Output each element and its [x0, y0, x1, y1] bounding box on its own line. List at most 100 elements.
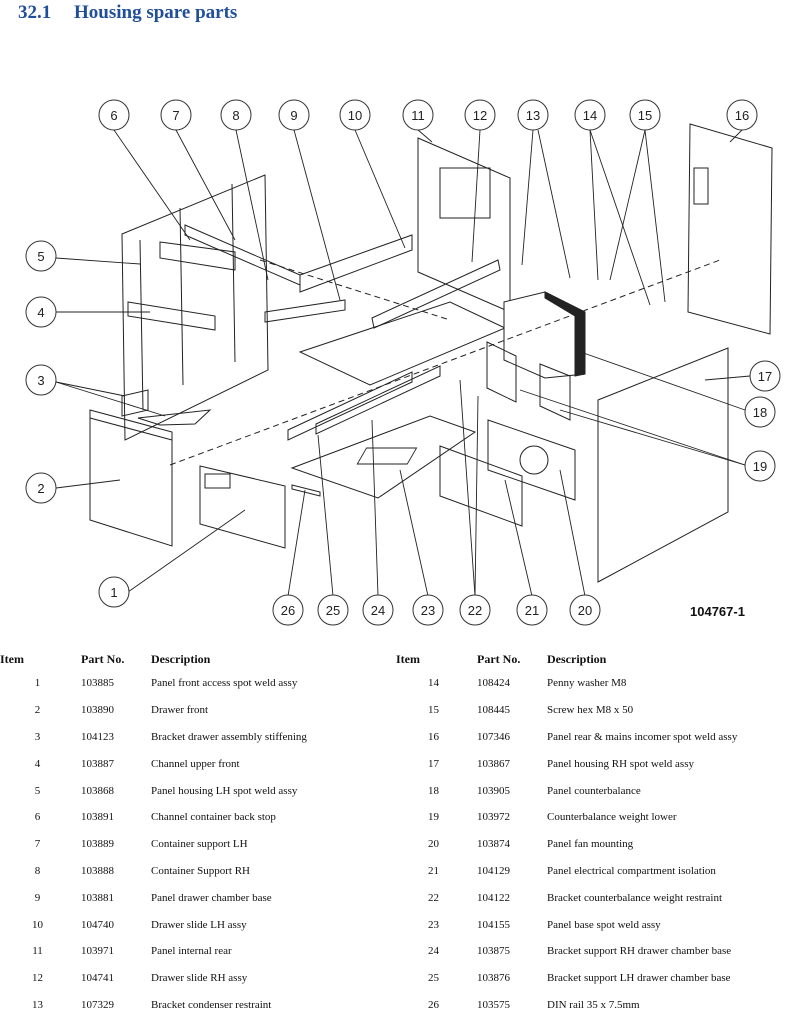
cell-description: Bracket counterbalance weight restraint: [547, 891, 723, 904]
cell-description: Container Support RH: [151, 864, 250, 877]
cell-part-no: 103971: [81, 945, 114, 958]
callout-5: 5: [25, 240, 57, 272]
callout-16: 16: [726, 99, 758, 131]
part-container-support-lh: [184, 224, 301, 286]
cell-part-no: 108445: [477, 704, 510, 717]
cell-part-no: 103575: [477, 998, 510, 1011]
part-channel-upper-front: [127, 301, 216, 331]
cell-description: Drawer front: [151, 704, 209, 717]
svg-text:14: 14: [583, 108, 597, 123]
cell-part-no: 103972: [477, 811, 510, 824]
header-item: Item: [396, 651, 420, 666]
cell-item: 13: [32, 998, 43, 1011]
svg-text:23: 23: [421, 603, 435, 618]
header-description: Description: [151, 651, 211, 666]
table-row: 23 104155 Panel base spot weld assy: [396, 911, 787, 938]
part-container-support-rh: [264, 299, 346, 323]
cell-item: 18: [428, 784, 439, 797]
svg-text:2: 2: [37, 481, 44, 496]
cell-item: 7: [34, 838, 41, 851]
cell-description: DIN rail 35 x 7.5mm: [547, 998, 640, 1011]
callout-17: 17: [749, 360, 781, 392]
svg-text:15: 15: [638, 108, 652, 123]
cell-description: Panel housing LH spot weld assy: [151, 784, 298, 797]
cell-part-no: 103888: [81, 864, 114, 877]
cell-item: 11: [32, 945, 43, 958]
svg-text:4: 4: [37, 305, 44, 320]
svg-text:22: 22: [468, 603, 482, 618]
svg-text:11: 11: [411, 108, 425, 123]
svg-text:9: 9: [290, 108, 297, 123]
cell-description: Container support LH: [151, 838, 248, 851]
cell-item: 6: [34, 811, 41, 824]
part-counterbalance-weight: [486, 341, 517, 403]
svg-text:6: 6: [110, 108, 117, 123]
part-drawer-slide-rh: [371, 259, 501, 329]
table-row: 2 103890 Drawer front: [0, 697, 391, 724]
cell-part-no: 103887: [81, 757, 114, 770]
cell-description: Channel container back stop: [151, 811, 276, 824]
callout-12: 12: [464, 99, 496, 131]
svg-text:26: 26: [281, 603, 295, 618]
cell-description: Channel upper front: [151, 757, 240, 770]
cell-item: 2: [34, 704, 41, 717]
cell-item: 10: [32, 918, 43, 931]
cell-part-no: 107329: [81, 998, 114, 1011]
callout-21: 21: [516, 594, 548, 626]
svg-text:24: 24: [371, 603, 385, 618]
cell-part-no: 104122: [477, 891, 510, 904]
header-part-no: Part No.: [477, 651, 521, 666]
callout-10: 10: [339, 99, 371, 131]
callout-14: 14: [574, 99, 606, 131]
callout-19: 19: [744, 450, 776, 482]
callout-11: 11: [402, 99, 434, 131]
cell-part-no: 103885: [81, 677, 114, 690]
cell-part-no: 103881: [81, 891, 114, 904]
table-header-row: Item Part No. Description: [0, 648, 391, 670]
svg-text:5: 5: [37, 249, 44, 264]
cell-part-no: 103890: [81, 704, 114, 717]
part-panel-housing-rh: [597, 347, 729, 583]
cell-description: Panel base spot weld assy: [547, 918, 661, 931]
cell-description: Screw hex M8 x 50: [547, 704, 634, 717]
cell-description: Panel electrical compartment isolation: [547, 864, 716, 877]
cell-part-no: 104155: [477, 918, 510, 931]
cell-description: Penny washer M8: [547, 677, 627, 690]
svg-text:10: 10: [348, 108, 362, 123]
part-panel-isolation: [439, 445, 523, 527]
svg-text:12: 12: [473, 108, 487, 123]
cell-item: 25: [428, 972, 439, 985]
cell-description: Drawer slide RH assy: [151, 972, 248, 985]
svg-text:1: 1: [110, 585, 117, 600]
part-panel-front-access: [199, 465, 286, 549]
part-bracket-support-rh: [315, 365, 441, 435]
svg-text:18: 18: [753, 405, 767, 420]
cell-description: Panel counterbalance: [547, 784, 641, 797]
cell-item: 23: [428, 918, 439, 931]
svg-text:17: 17: [758, 369, 772, 384]
cell-item: 12: [32, 972, 43, 985]
cell-part-no: 104129: [477, 864, 510, 877]
callout-9: 9: [278, 99, 310, 131]
part-channel-back-stop: [159, 241, 236, 271]
callout-3: 3: [25, 364, 57, 396]
cell-item: 14: [428, 677, 439, 690]
section-title: Housing spare parts: [74, 2, 238, 23]
svg-text:21: 21: [525, 603, 539, 618]
cell-item: 20: [428, 838, 439, 851]
cell-description: Counterbalance weight lower: [547, 811, 677, 824]
callout-15: 15: [629, 99, 661, 131]
